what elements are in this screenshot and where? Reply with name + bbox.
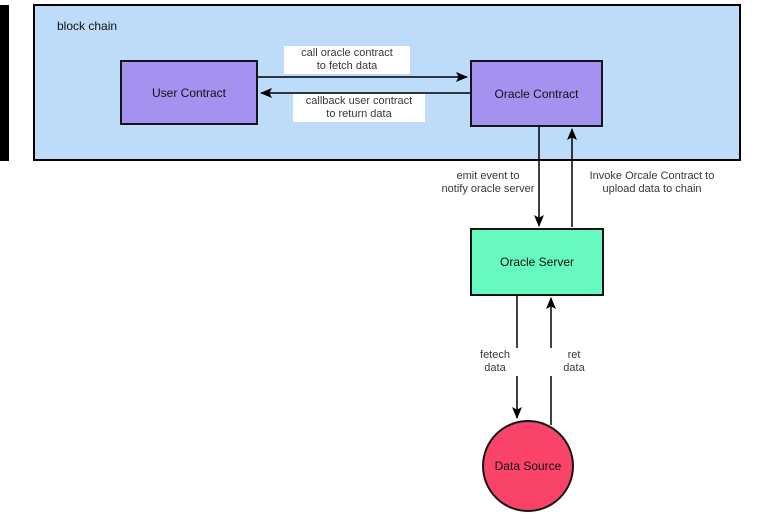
node-data-source-label: Data Source xyxy=(494,459,562,473)
node-oracle-contract-label: Oracle Contract xyxy=(494,86,579,101)
node-user-contract: User Contract xyxy=(120,60,258,125)
edge-label-call: call oracle contract to fetch data xyxy=(284,46,410,74)
left-edge-bar xyxy=(0,5,9,161)
edge-label-fetch-data: fetech data xyxy=(467,348,523,376)
node-oracle-server-label: Oracle Server xyxy=(499,255,575,269)
edge-label-invoke-contract: Invoke Orcale Contract to upload data to… xyxy=(581,169,723,197)
node-data-source: Data Source xyxy=(482,420,574,512)
node-oracle-contract: Oracle Contract xyxy=(470,60,603,127)
edge-label-ret-data: ret data xyxy=(546,348,602,376)
node-user-contract-label: User Contract xyxy=(151,85,227,100)
blockchain-container-label: block chain xyxy=(57,19,118,33)
edge-label-emit-event: emit event to notify oracle server xyxy=(438,169,538,197)
edge-label-callback: callback user contract to return data xyxy=(293,94,425,122)
node-oracle-server: Oracle Server xyxy=(470,228,604,296)
